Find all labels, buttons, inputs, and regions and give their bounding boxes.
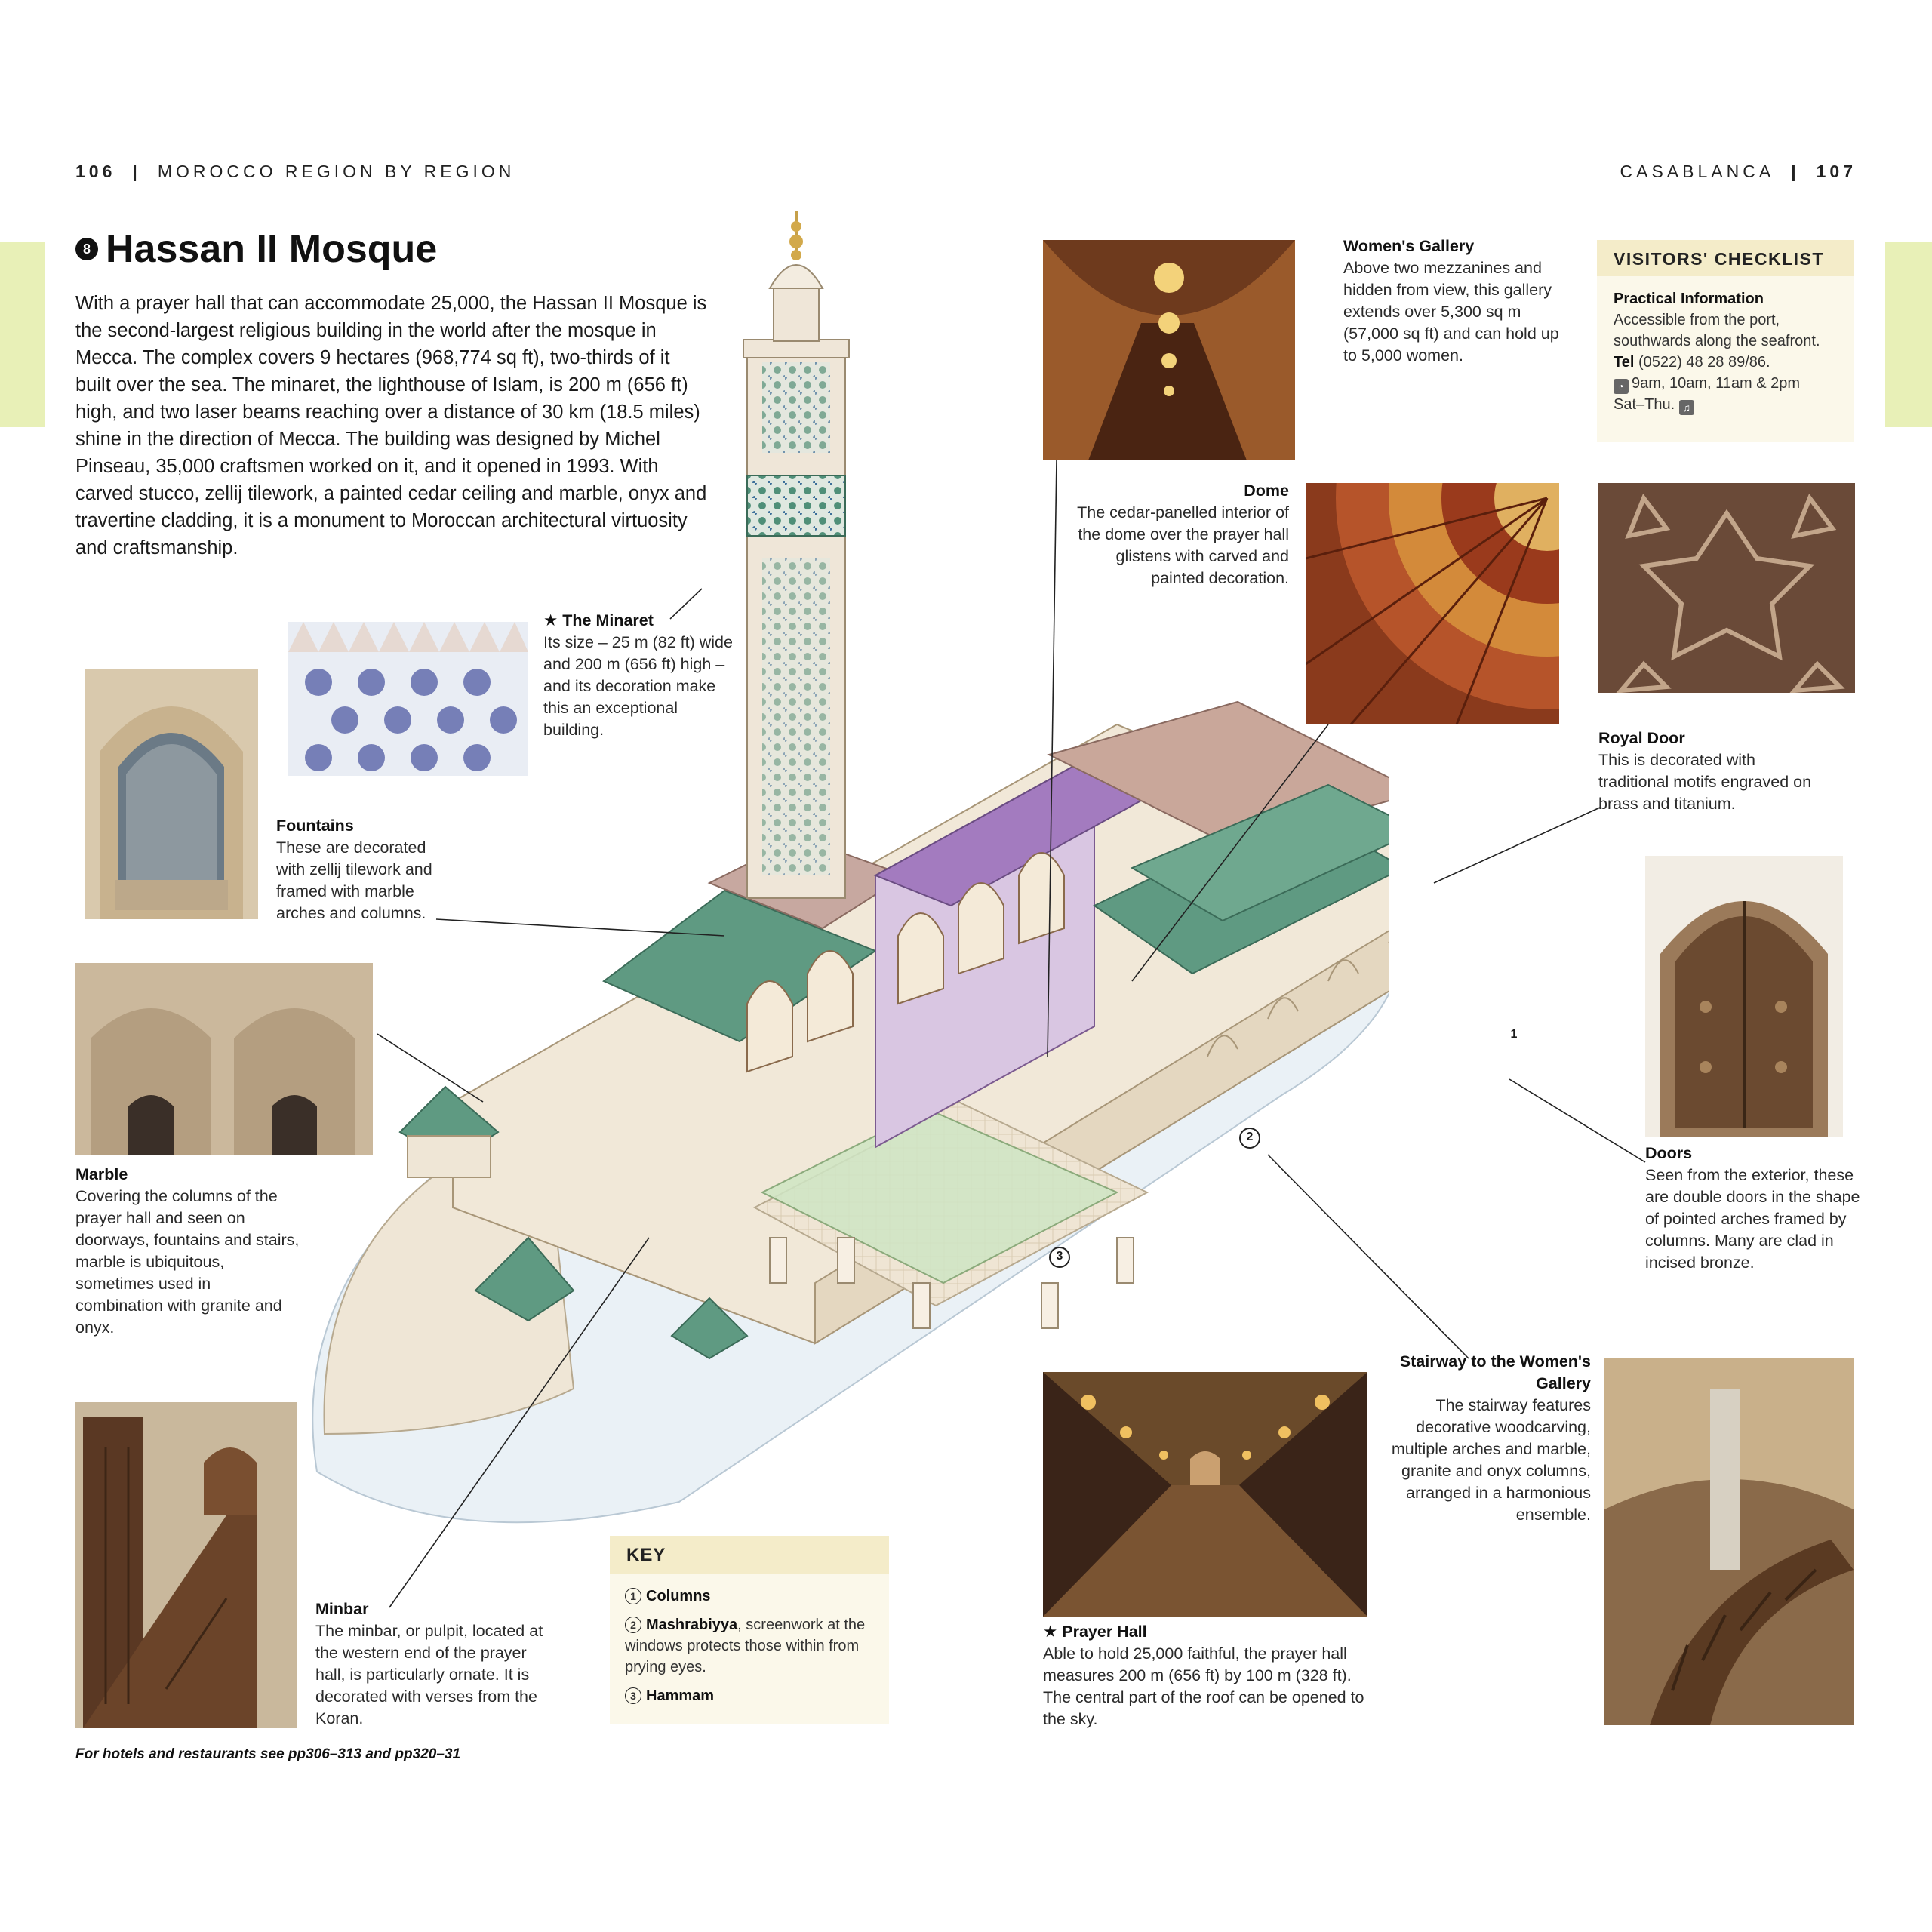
caption-minbar: Minbar The minbar, or pulpit, located at…	[315, 1598, 549, 1730]
key-title: KEY	[610, 1536, 889, 1574]
page-title: 8 Hassan II Mosque	[75, 226, 437, 272]
caption-dome-text: The cedar-panelled interior of the dome …	[1077, 503, 1289, 587]
caption-fountains: Fountains These are decorated with zelli…	[276, 815, 457, 924]
fountain-photo	[85, 669, 258, 919]
caption-fountains-heading: Fountains	[276, 817, 354, 835]
key-label: Columns	[646, 1588, 711, 1604]
entry-number-badge: 8	[75, 238, 98, 260]
title-text: Hassan II Mosque	[106, 227, 438, 271]
right-section-title: CASABLANCA	[1620, 162, 1775, 181]
zellij-tile-photo	[288, 622, 528, 776]
right-edge-tab	[1885, 242, 1932, 427]
checklist-hours: 9am, 10am, 11am & 2pm	[1632, 375, 1801, 392]
key-box: KEY 1 Columns 2 Mashrabiyya, screenwork at…	[610, 1536, 889, 1724]
caption-womens-gallery-heading: Women's Gallery	[1343, 237, 1475, 255]
header-separator: |	[132, 162, 141, 181]
right-page-number: 107	[1816, 162, 1857, 181]
caption-dome: Dome The cedar-panelled interior of the …	[1061, 480, 1289, 589]
right-running-head: CASABLANCA | 107	[1620, 162, 1857, 182]
checklist-location: Accessible from the port, southwards alo…	[1614, 312, 1820, 349]
caption-stairway: Stairway to the Women's Gallery The stai…	[1381, 1351, 1591, 1526]
caption-dome-heading: Dome	[1244, 481, 1289, 500]
caption-minbar-heading: Minbar	[315, 1600, 369, 1618]
caption-prayer-hall-text: Able to hold 25,000 faithful, the prayer…	[1043, 1644, 1364, 1728]
caption-doors: Doors Seen from the exterior, these are …	[1645, 1143, 1864, 1274]
caption-royal-door: Royal Door This is decorated with tradit…	[1598, 728, 1825, 815]
bronze-doors-photo	[1645, 856, 1843, 1137]
left-page-number: 106	[75, 162, 116, 181]
key-label: Hammam	[646, 1687, 715, 1704]
caption-stairway-heading: Stairway to the Women's Gallery	[1399, 1352, 1591, 1392]
dome-ceiling-photo	[1306, 483, 1559, 724]
womens-gallery-photo	[1043, 240, 1295, 460]
visitors-checklist: VISITORS' CHECKLIST Practical Informatio…	[1597, 240, 1854, 442]
caption-minaret-text: Its size – 25 m (82 ft) wide and 200 m (…	[543, 633, 733, 739]
footnote-cross-reference: For hotels and restaurants see pp306–313…	[75, 1746, 461, 1762]
key-description: , screenwork at the windows protects tho…	[625, 1617, 866, 1675]
marker-mashrabiyya: 2	[1246, 1131, 1254, 1143]
caption-minaret-heading: ★ The Minaret	[543, 611, 654, 629]
caption-doors-heading: Doors	[1645, 1144, 1693, 1162]
opening-hours-icon: ◔	[1614, 379, 1629, 394]
caption-doors-text: Seen from the exterior, these are double…	[1645, 1166, 1860, 1272]
caption-stairway-text: The stairway features decorative woodcar…	[1391, 1396, 1591, 1524]
caption-royal-door-heading: Royal Door	[1598, 729, 1685, 747]
caption-womens-gallery-text: Above two mezzanines and hidden from vie…	[1343, 259, 1559, 365]
caption-marble-heading: Marble	[75, 1165, 128, 1183]
marker-columns: 1	[1510, 1028, 1518, 1041]
caption-minbar-text: The minbar, or pulpit, located at the we…	[315, 1622, 543, 1727]
caption-marble: Marble Covering the columns of the praye…	[75, 1164, 302, 1339]
checklist-tel: (0522) 48 28 89/86.	[1638, 354, 1770, 371]
key-item-hammam: 3 Hammam	[625, 1685, 874, 1706]
key-number: 1	[625, 1588, 641, 1604]
caption-prayer-hall: ★ Prayer Hall Able to hold 25,000 faithf…	[1043, 1621, 1375, 1730]
caption-minaret: ★ The Minaret Its size – 25 m (82 ft) wi…	[543, 610, 740, 741]
checklist-section: Practical Information	[1614, 291, 1764, 307]
left-section-title: MOROCCO REGION BY REGION	[157, 162, 515, 181]
left-edge-tab	[0, 242, 45, 427]
caption-fountains-text: These are decorated with zellij tilework…	[276, 838, 432, 922]
left-running-head: 106 | MOROCCO REGION BY REGION	[75, 162, 515, 182]
guided-tour-icon: ♫	[1678, 400, 1694, 415]
checklist-title: VISITORS' CHECKLIST	[1597, 240, 1854, 276]
header-separator: |	[1791, 162, 1800, 181]
marble-doorways-photo	[75, 963, 373, 1155]
key-item-mashrabiyya: 2 Mashrabiyya, screenwork at the windows …	[625, 1614, 874, 1678]
caption-prayer-hall-heading: ★ Prayer Hall	[1043, 1623, 1147, 1641]
caption-royal-door-text: This is decorated with traditional motif…	[1598, 751, 1812, 813]
marker-hammam: 3	[1056, 1250, 1063, 1263]
key-item-columns: 1 Columns	[625, 1586, 874, 1607]
intro-paragraph: With a prayer hall that can accommodate …	[75, 293, 707, 558]
stairway-photo	[1604, 1358, 1854, 1725]
prayer-hall-photo	[1043, 1372, 1367, 1617]
key-number: 2	[625, 1617, 641, 1633]
checklist-days: Sat–Thu.	[1614, 396, 1675, 413]
key-label: Mashrabiyya	[646, 1617, 738, 1633]
minbar-photo	[75, 1402, 297, 1728]
key-number: 3	[625, 1687, 641, 1704]
caption-marble-text: Covering the columns of the prayer hall …	[75, 1187, 300, 1337]
checklist-tel-label: Tel	[1614, 354, 1635, 371]
caption-womens-gallery: Women's Gallery Above two mezzanines and…	[1343, 235, 1570, 367]
royal-door-photo	[1598, 483, 1855, 693]
